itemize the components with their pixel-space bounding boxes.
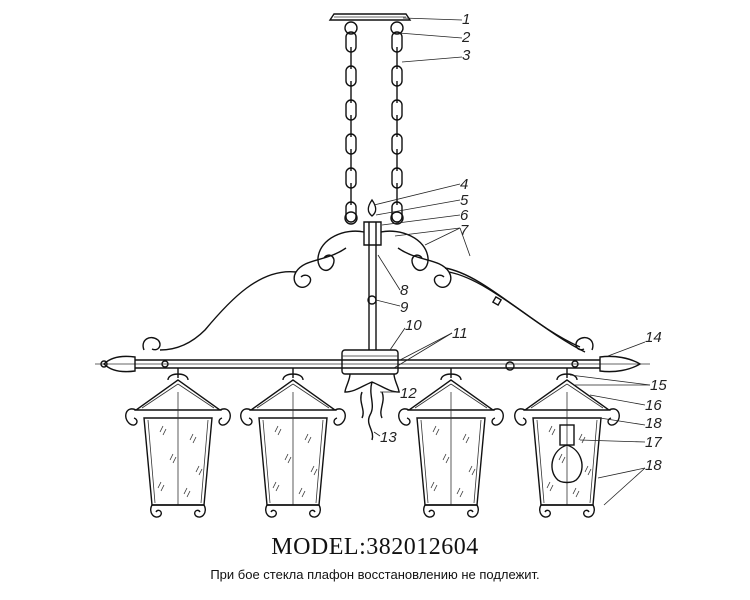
chain-ring [344, 211, 358, 225]
callout-labels: 1 2 3 4 5 6 7 8 9 10 11 12 13 14 15 16 1… [380, 11, 667, 474]
callout-14: 14 [645, 329, 662, 346]
callout-11: 11 [452, 325, 468, 342]
chain-ring [344, 21, 358, 35]
lantern [240, 368, 346, 518]
right-chain [390, 21, 404, 225]
lantern [398, 368, 504, 518]
callout-17: 17 [645, 434, 662, 451]
lantern [514, 368, 620, 518]
callout-7: 7 [460, 222, 469, 239]
callout-18a: 18 [645, 415, 662, 432]
warning-note: При бое стекла плафон восстановлению не … [210, 567, 540, 582]
ceiling-canopy [328, 13, 412, 21]
central-rod [363, 198, 382, 350]
callout-9: 9 [400, 299, 409, 316]
callout-4: 4 [460, 176, 468, 193]
callout-12: 12 [400, 385, 417, 402]
chain-ring [390, 211, 404, 225]
callout-13: 13 [380, 429, 397, 446]
callout-6: 6 [460, 207, 469, 224]
callout-15: 15 [650, 377, 667, 394]
chain-ring [390, 21, 404, 35]
callout-16: 16 [645, 397, 662, 414]
callout-18b: 18 [645, 457, 662, 474]
callout-10: 10 [405, 317, 422, 334]
horizontal-bar [95, 336, 650, 373]
left-chain [344, 21, 358, 225]
model-title: MODEL:382012604 [271, 534, 479, 560]
central-hub [341, 349, 400, 441]
lantern-group [125, 368, 620, 518]
leader-lines [373, 17, 651, 506]
callout-2: 2 [461, 29, 471, 46]
callout-3: 3 [462, 47, 471, 64]
callout-5: 5 [460, 192, 469, 209]
light-bulb [551, 424, 583, 484]
callout-1: 1 [462, 11, 470, 28]
upper-scroll-arms [159, 230, 586, 371]
callout-8: 8 [400, 282, 409, 299]
lantern [125, 368, 231, 518]
chain-link [345, 201, 357, 223]
